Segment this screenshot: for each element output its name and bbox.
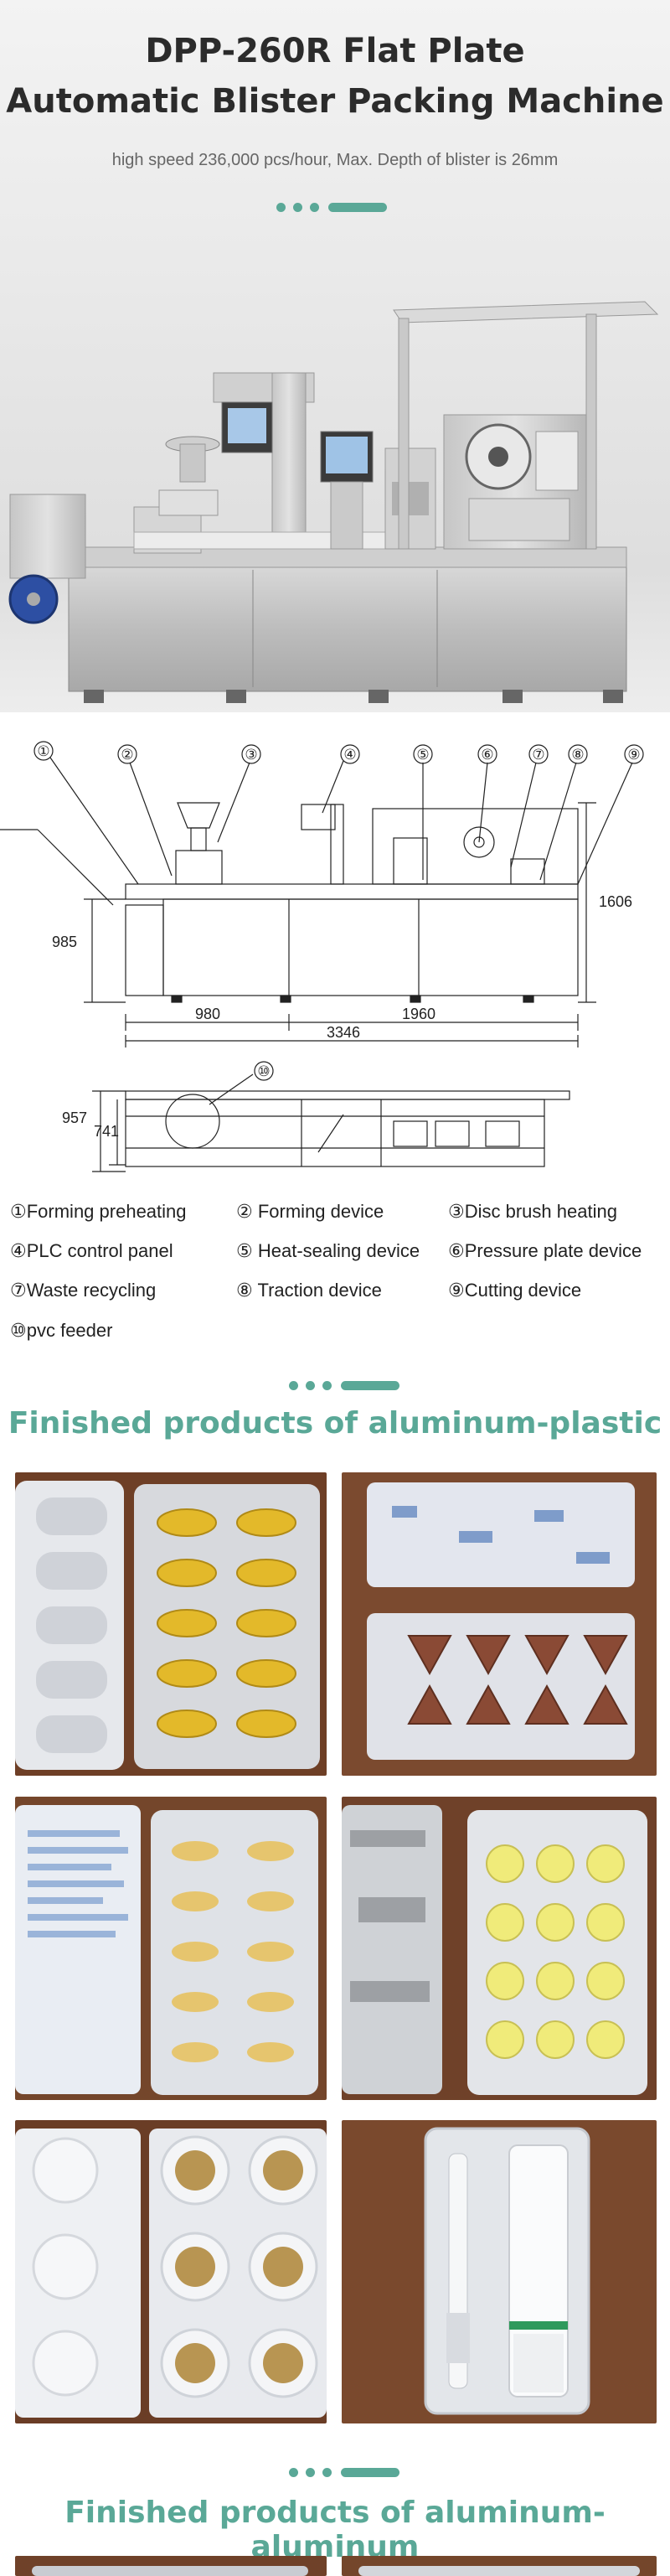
- dim-height-left: 985: [52, 934, 77, 950]
- legend-item: ①Forming preheating: [10, 1201, 187, 1222]
- dim-height-right: 1606: [599, 893, 632, 910]
- product-photo-clear-softgel: [15, 1797, 327, 2100]
- legend-item: ⑤ Heat-sealing device: [236, 1240, 420, 1261]
- callout-8: ⑧: [571, 747, 584, 763]
- dim-length-1: 980: [195, 1006, 220, 1022]
- hero-section: DPP-260R Flat Plate Automatic Blister Pa…: [0, 0, 670, 712]
- callout-3: ③: [245, 747, 257, 763]
- legend-item: ⑩pvc feeder: [10, 1320, 113, 1341]
- section-title-aluminum-plastic: Finished products of aluminum-plastic: [8, 1406, 662, 1441]
- product-photo-yellow-tablets: [342, 1797, 657, 2100]
- legend-item: ⑧ Traction device: [236, 1280, 382, 1301]
- divider-dots: [289, 1381, 406, 1391]
- product-photo-aluminum-1: [15, 2556, 327, 2576]
- divider-dots: [289, 2468, 406, 2478]
- dim-top-width-1: 957: [62, 1110, 87, 1126]
- dim-length-2: 1960: [402, 1006, 436, 1022]
- callout-2: ②: [121, 747, 133, 763]
- callout-4: ④: [343, 747, 356, 763]
- hero-title-line1: DPP-260R Flat Plate: [145, 32, 525, 70]
- dimension-diagram: ① ② ③ ④ ⑤ ⑥ ⑦ ⑧ ⑨ ⑩ 1606 985 980 1960 33…: [0, 741, 644, 1172]
- callout-7: ⑦: [532, 747, 544, 763]
- legend-item: ④PLC control panel: [10, 1240, 173, 1261]
- machine-image: [8, 301, 659, 703]
- product-photo-syringe-tray: [342, 2120, 657, 2423]
- callout-1: ①: [37, 743, 49, 759]
- product-photo-aluminum-2: [342, 2556, 657, 2576]
- legend-item: ⑦Waste recycling: [10, 1280, 157, 1301]
- product-photo-round-blisters: [15, 2120, 327, 2423]
- hero-title-line2: Automatic Blister Packing Machine: [6, 82, 664, 121]
- legend-item: ⑨Cutting device: [448, 1280, 582, 1301]
- product-photo-softgel: [15, 1472, 327, 1776]
- divider-dots: [276, 203, 394, 213]
- callout-9: ⑨: [627, 747, 640, 763]
- section-title-aluminum-aluminum: Finished products of aluminum-aluminum: [64, 2496, 606, 2564]
- callout-6: ⑥: [481, 747, 493, 763]
- legend-item: ② Forming device: [236, 1201, 384, 1222]
- dim-length-total: 3346: [327, 1024, 360, 1041]
- callout-5: ⑤: [416, 747, 429, 763]
- hero-subtitle: high speed 236,000 pcs/hour, Max. Depth …: [111, 151, 559, 169]
- dim-top-width-2: 741: [94, 1123, 119, 1140]
- product-photo-triangle-tablets: [342, 1472, 657, 1776]
- legend-item: ⑥Pressure plate device: [448, 1240, 642, 1261]
- parts-legend: ①Forming preheating ② Forming device ③Di…: [0, 1194, 670, 1353]
- legend-item: ③Disc brush heating: [448, 1201, 617, 1222]
- callout-10: ⑩: [257, 1063, 270, 1079]
